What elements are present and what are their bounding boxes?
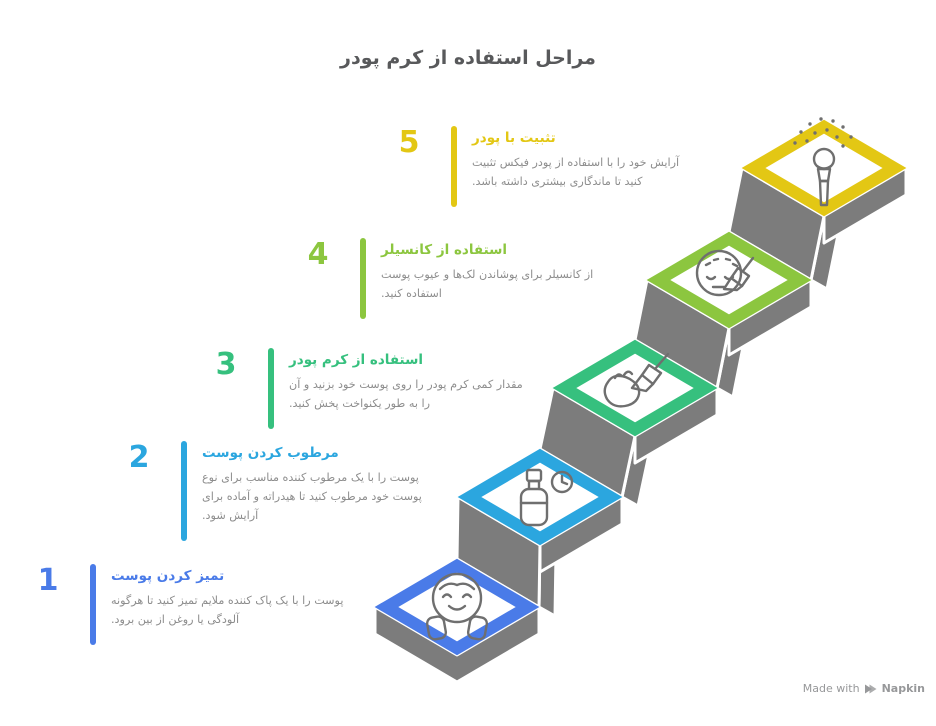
- step-2-title: مرطوب کردن پوست: [202, 445, 339, 461]
- napkin-brand-label: Napkin: [881, 682, 925, 695]
- step-1-ring: [374, 558, 540, 656]
- napkin-logo-icon: [864, 684, 877, 693]
- page-title: مراحل استفاده از کرم پودر: [340, 47, 596, 69]
- step-5-ring: [741, 119, 907, 217]
- step-2-description: پوست را با یک مرطوب کننده مناسب برای نوع…: [202, 471, 422, 523]
- step-3-ring: [552, 339, 718, 437]
- step-1-number: 1: [37, 563, 59, 598]
- step-2-text-block: 2 مرطوب کردن پوست پوست را با یک مرطوب کن…: [107, 440, 447, 542]
- step-5-accent-bar: [451, 126, 457, 208]
- step-4-ring: [646, 231, 812, 329]
- step-5-text-block: 5 تثبیت با پودر آرایش خود را با استفاده …: [377, 125, 687, 208]
- step-1-description: پوست را با یک پاک کننده ملایم تمیز کنید …: [111, 594, 344, 627]
- step-4-title: استفاده از کانسیلر: [381, 242, 508, 258]
- step-2-ring: [457, 448, 623, 546]
- step-2-accent-bar: [181, 441, 187, 542]
- step-1-title: تمیز کردن پوست: [111, 568, 225, 584]
- step-4-text-block: 4 استفاده از کانسیلر از کانسیلر برای پوش…: [286, 237, 596, 320]
- napkin-attribution: Made with Napkin: [803, 682, 925, 695]
- step-2-number: 2: [128, 440, 150, 475]
- step-3-text-block: 3 استفاده از کرم پودر مقدار کمی کرم پودر…: [194, 347, 529, 430]
- moisturizer-bottle-icon: [519, 468, 574, 527]
- step-5-number: 5: [398, 125, 420, 160]
- step-1-accent-bar: [90, 564, 96, 646]
- setting-powder-brush-icon: [793, 117, 853, 207]
- step-3-number: 3: [215, 347, 237, 382]
- step-3-accent-bar: [268, 348, 274, 430]
- step-4-accent-bar: [360, 238, 366, 320]
- made-with-label: Made with: [802, 682, 860, 695]
- concealer-face-icon: [695, 249, 755, 297]
- clean-face-icon: [425, 572, 489, 641]
- step-3-description: مقدار کمی کرم پودر را روی پوست خود بزنید…: [289, 378, 523, 411]
- step-5-description: آرایش خود را با استفاده از پودر فیکس تثب…: [472, 156, 680, 189]
- step-1-text-block: 1 تمیز کردن پوست پوست را با یک پاک کننده…: [16, 563, 351, 646]
- step-5-title: تثبیت با پودر: [472, 130, 556, 146]
- foundation-hand-brush-icon: [603, 352, 670, 408]
- step-4-number: 4: [307, 237, 329, 272]
- step-4-description: از کانسیلر برای پوشاندن لک‌ها و عیوب پوس…: [381, 268, 594, 301]
- step-3-title: استفاده از کرم پودر: [289, 352, 423, 368]
